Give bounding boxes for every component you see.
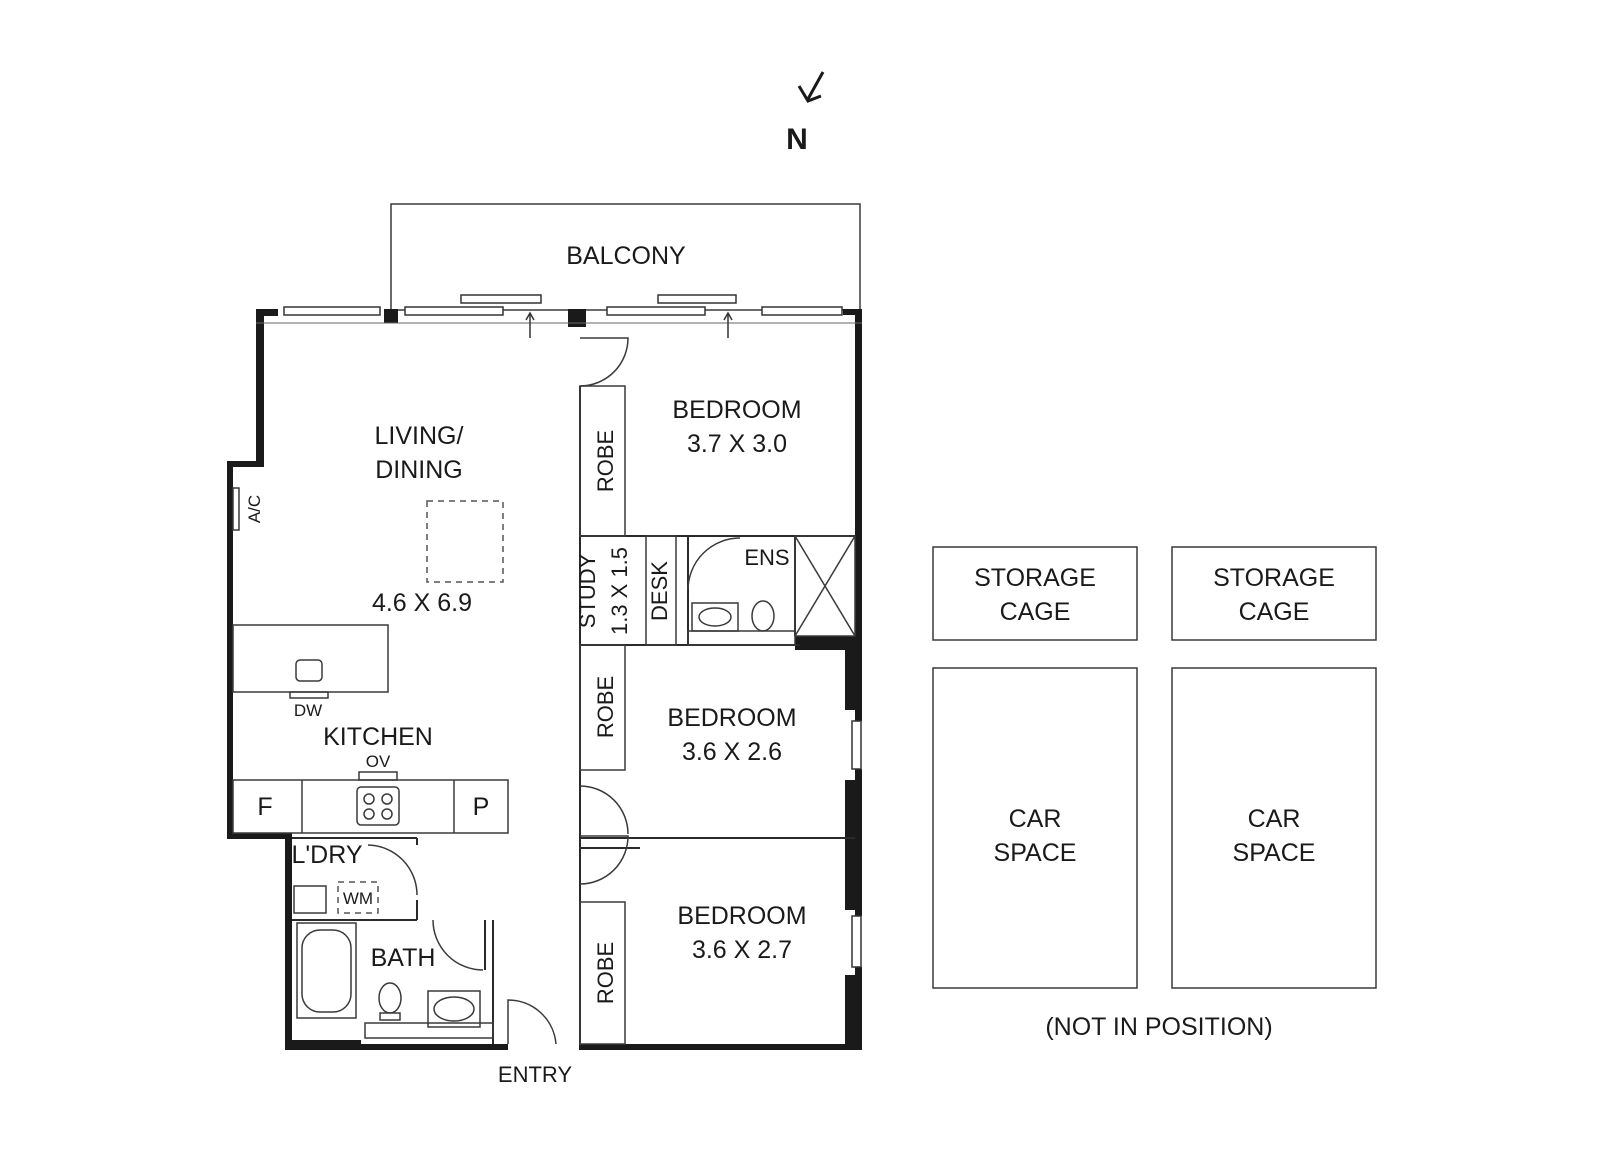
robe-2-label: ROBE <box>593 676 618 738</box>
living-dims: 4.6 X 6.9 <box>372 589 472 617</box>
dw-label: DW <box>294 701 322 720</box>
car-space-2-line1: CAR <box>1248 805 1301 833</box>
parking-note: (NOT IN POSITION) <box>1045 1013 1272 1041</box>
toilet-icon <box>378 982 402 1021</box>
skylight-outline <box>426 500 504 583</box>
balcony-label: BALCONY <box>566 242 686 270</box>
ac-label: A/C <box>245 495 264 523</box>
cooktop-icon <box>356 786 400 826</box>
kitchen-label: KITCHEN <box>323 723 433 751</box>
study-dims: 1.3 X 1.5 <box>607 547 632 635</box>
exterior-walls <box>227 309 862 1050</box>
ensuite-shower <box>794 535 856 637</box>
north-arrow-icon <box>797 71 825 103</box>
study-label: STUDY <box>575 553 600 628</box>
bedroom2-label: BEDROOM <box>667 704 796 732</box>
washing-machine <box>337 881 379 914</box>
storage-cage-1-line2: CAGE <box>1000 598 1071 626</box>
door-swings <box>367 337 741 1045</box>
robe-1 <box>579 385 626 537</box>
bedroom3-label: BEDROOM <box>677 902 806 930</box>
bathtub <box>296 922 357 1019</box>
storage-cage-1 <box>932 546 1138 641</box>
bedroom1-dims: 3.7 X 3.0 <box>687 430 787 458</box>
fridge-label: F <box>257 793 272 821</box>
bedroom3-dims: 3.6 X 2.7 <box>692 936 792 964</box>
ens-label: ENS <box>744 545 789 570</box>
study-area <box>645 535 677 646</box>
robe-3 <box>579 901 626 1045</box>
storage-cage-2-line2: CAGE <box>1239 598 1310 626</box>
car-space-1-line2: SPACE <box>994 839 1077 867</box>
oven <box>358 771 398 781</box>
robe-2 <box>579 644 626 771</box>
bath-label: BATH <box>371 944 436 972</box>
ensuite-fixtures <box>687 600 796 646</box>
ac-unit <box>232 487 240 531</box>
bedroom3-window <box>851 915 862 968</box>
storage-cage-2 <box>1171 546 1377 641</box>
desk-label: DESK <box>647 561 672 621</box>
kitchen-sink <box>295 659 323 682</box>
robe-1-label: ROBE <box>593 430 618 492</box>
wm-label: WM <box>343 889 373 908</box>
kitchen-island <box>232 624 389 693</box>
living-label-line1: LIVING/ <box>375 422 464 450</box>
bath-vanity <box>364 990 494 1039</box>
oven-label: OV <box>366 752 391 771</box>
bedroom1-label: BEDROOM <box>672 396 801 424</box>
pantry-label: P <box>473 793 490 821</box>
balcony-windows <box>256 294 862 338</box>
car-space-2-line2: SPACE <box>1233 839 1316 867</box>
bedroom2-window <box>851 720 862 770</box>
car-space-1 <box>932 667 1138 989</box>
living-label-line2: DINING <box>375 456 463 484</box>
entry-label: ENTRY <box>498 1062 572 1087</box>
robe-3-label: ROBE <box>593 942 618 1004</box>
car-space-1-line1: CAR <box>1009 805 1062 833</box>
north-label: N <box>786 123 808 156</box>
laundry-label: L'DRY <box>291 841 362 869</box>
dishwasher <box>289 691 329 699</box>
car-space-2 <box>1171 667 1377 989</box>
bedroom2-dims: 3.6 X 2.6 <box>682 738 782 766</box>
storage-cage-1-line1: STORAGE <box>974 564 1096 592</box>
laundry-tub <box>293 885 327 914</box>
kitchen-bench <box>232 779 509 834</box>
storage-cage-2-line1: STORAGE <box>1213 564 1335 592</box>
